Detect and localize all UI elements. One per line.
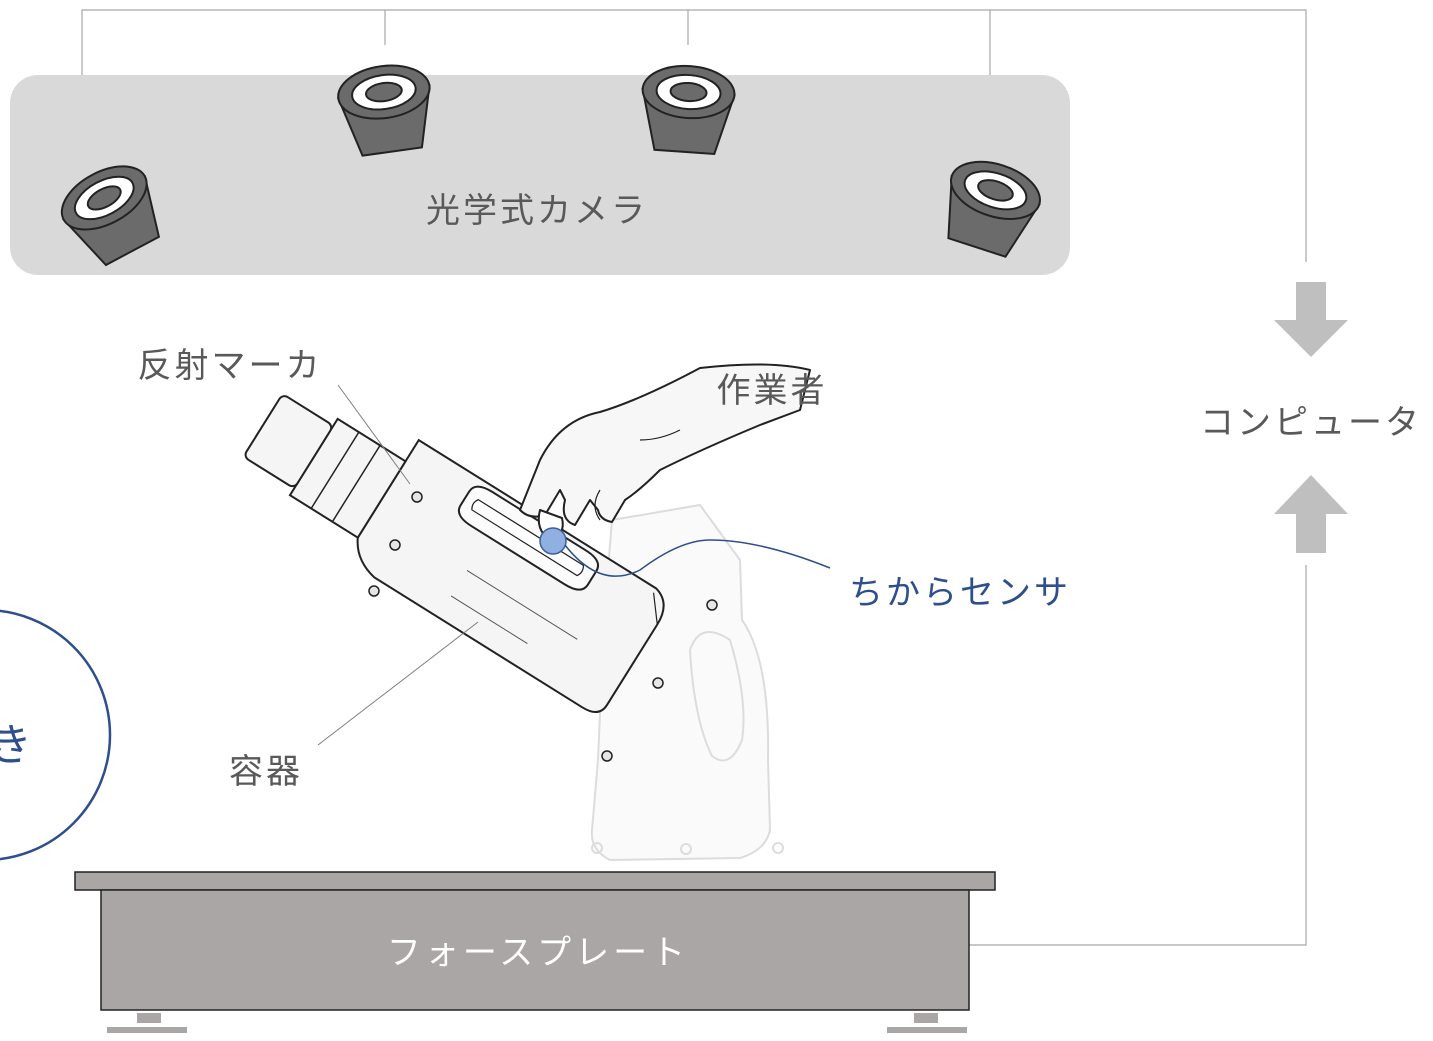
sensor-cable <box>564 539 831 577</box>
camera-icon <box>60 165 161 267</box>
container-label: 容器 <box>229 752 303 792</box>
circle-fragment-text: き <box>0 720 35 771</box>
camera-icon <box>336 64 431 157</box>
force-sensor <box>539 527 567 555</box>
camera-label: 光学式カメラ <box>426 191 648 231</box>
computer-label: コンピュータ <box>1200 403 1422 443</box>
highlight-circle: き <box>0 609 112 861</box>
force-plate <box>74 871 996 1033</box>
marker-label: 反射マーカ <box>138 346 323 386</box>
reflective-marker-dots <box>368 491 718 762</box>
leader-lines <box>317 384 479 746</box>
arrow-up-icon <box>1274 475 1348 553</box>
force-plate-label: フォースプレート <box>387 933 689 973</box>
worker-label: 作業者 <box>717 371 828 411</box>
arrow-down-icon <box>1274 282 1348 357</box>
camera-icon <box>947 160 1041 258</box>
camera-icon <box>641 64 736 156</box>
container-illustration <box>244 395 718 762</box>
force-sensor-label: ちからセンサ <box>849 573 1071 613</box>
camera-panel <box>10 75 1070 275</box>
